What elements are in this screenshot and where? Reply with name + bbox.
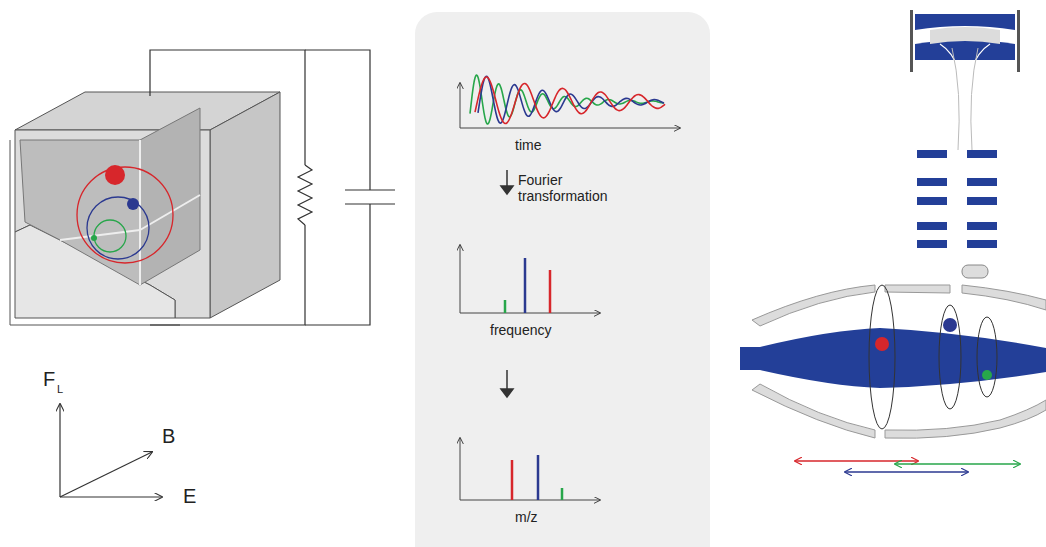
detection-circuit (150, 50, 395, 325)
force-axes (60, 404, 162, 497)
time-signal (470, 75, 665, 124)
process-step: Fourier transformation (518, 172, 628, 204)
flow-arrows (501, 170, 513, 397)
deflector (962, 265, 988, 278)
ion-red (875, 337, 889, 351)
force-symbol: F (43, 368, 55, 391)
ion-blue (127, 198, 139, 210)
axial-oscillation (795, 461, 1020, 472)
axis-label: m/z (515, 509, 538, 525)
ion-green (91, 235, 97, 241)
force-subscript: L (57, 383, 63, 396)
spectrum-peaks (505, 258, 562, 500)
orbit-paths (869, 285, 997, 429)
capacitor-symbol (345, 189, 395, 190)
icr-cell (10, 92, 280, 325)
ion-blue (943, 318, 957, 332)
plot-axes (460, 83, 680, 500)
axis-label: frequency (490, 322, 551, 338)
field-symbol: E (183, 485, 196, 508)
ion-green (982, 370, 992, 380)
central-electrode (740, 328, 1046, 388)
resistor-symbol (298, 165, 312, 225)
process-panel (415, 12, 710, 547)
ion-lenses (917, 150, 997, 248)
field-symbol: B (162, 425, 175, 448)
ion-orbits (77, 167, 173, 263)
c-trap (910, 10, 1020, 155)
axis-label: time (515, 137, 541, 153)
decay-trace (470, 75, 664, 124)
decay-trace (475, 77, 665, 124)
ion-red (105, 165, 125, 185)
